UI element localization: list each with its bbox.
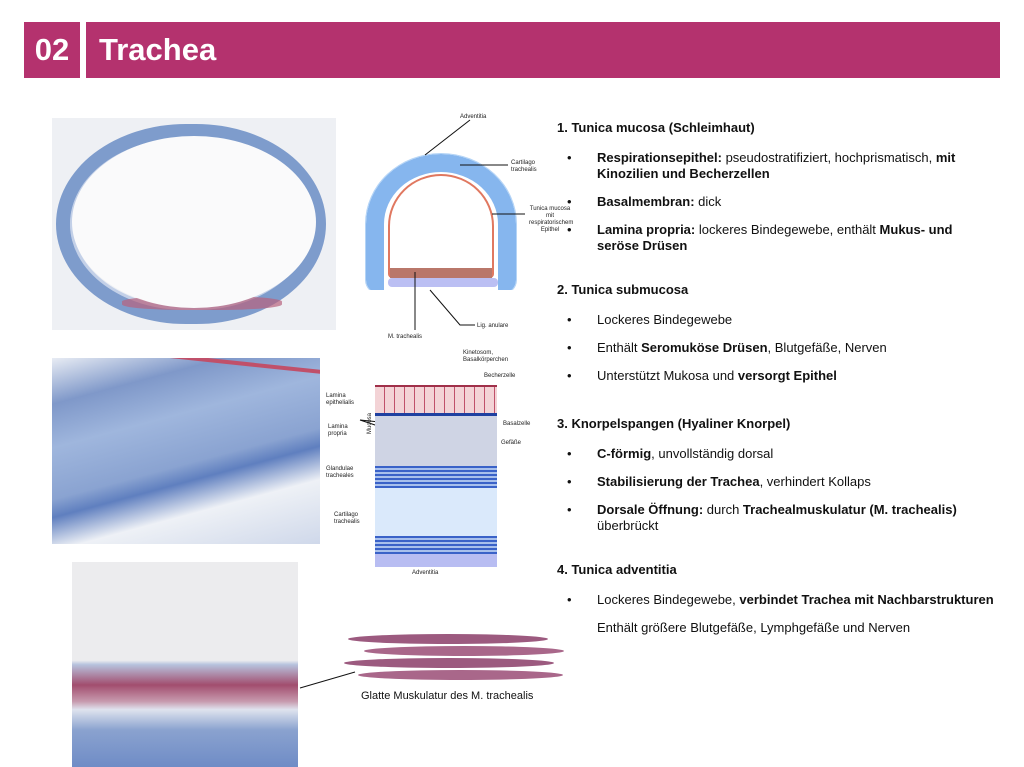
text: Lockeres Bindegewebe xyxy=(597,312,733,327)
bold-text: Lamina propria: xyxy=(597,222,696,237)
bold-text: Basalmembran: xyxy=(597,194,695,209)
trachea-wall-layers-diagram xyxy=(375,385,497,567)
text: , verhindert Kollaps xyxy=(759,474,871,489)
bullet-icon: • xyxy=(567,502,572,517)
text: lockeres Bindegewebe, enthält xyxy=(695,222,880,237)
text: Enthält größere Blutgefäße, Lymphgefäße … xyxy=(597,620,911,635)
trachea-cross-section-diagram xyxy=(360,150,530,290)
label-glandulae: Glandulae tracheales xyxy=(326,466,354,479)
micrograph-trachea-wall xyxy=(52,358,320,544)
bullet-list: • C-förmig, unvollständig dorsal • Stabilis… xyxy=(557,446,997,534)
label-adventitia: Adventitia xyxy=(460,114,487,120)
label-gefaesse: Gefäße xyxy=(501,440,522,446)
bullet-icon: • xyxy=(567,340,572,355)
label-lamina-propria: Lamina propria xyxy=(328,424,348,437)
list-item: • Lamina propria: lockeres Bindegewebe, e… xyxy=(557,222,997,254)
text: Unterstützt Mukosa und xyxy=(597,368,738,383)
page-title: Trachea xyxy=(86,22,1000,78)
label-cartilago: Cartilago trachealis xyxy=(511,160,537,173)
bold-text: Dorsale Öffnung: xyxy=(597,502,704,517)
list-item: • Enthält Seromuköse Drüsen, Blutgefäße, … xyxy=(557,340,997,356)
list-item: • Basalmembran: dick xyxy=(557,194,997,210)
list-item: Enthält größere Blutgefäße, Lymphgefäße … xyxy=(557,620,997,636)
bold-text: Seromuköse Drüsen xyxy=(641,340,768,355)
text: Lockeres Bindegewebe, xyxy=(597,592,740,607)
diagram-caption: Glatte Muskulatur des M. trachealis xyxy=(361,690,534,702)
label-mucosa: Mucosa xyxy=(367,412,374,435)
label-tunica-mucosa: Tunica mucosa mit respiratorischem Epith… xyxy=(529,206,574,233)
label-basalzelle: Basalzelle xyxy=(503,421,531,427)
list-item: • Lockeres Bindegewebe, verbindet Trachea… xyxy=(557,592,997,608)
text: , Blutgefäße, Nerven xyxy=(767,340,887,355)
text: dick xyxy=(694,194,722,209)
section-title: 3. Knorpelspangen (Hyaliner Knorpel) xyxy=(557,416,791,431)
bullet-icon: • xyxy=(567,312,572,327)
list-item: • Stabilisierung der Trachea, verhindert … xyxy=(557,474,997,490)
list-item: • C-förmig, unvollständig dorsal xyxy=(557,446,997,462)
bullet-icon: • xyxy=(567,194,572,209)
label-becherzelle: Becherzelle xyxy=(484,373,516,379)
bold-text: C-förmig xyxy=(597,446,652,461)
bold-text: Trachealmuskulatur (M. trachealis) xyxy=(742,502,957,517)
section-title: 1. Tunica mucosa (Schleimhaut) xyxy=(557,120,755,135)
bold-text: verbindet Trachea mit Nachbarstrukturen xyxy=(739,592,994,607)
list-item: • Dorsale Öffnung: durch Trachealmuskulat… xyxy=(557,502,997,534)
bold-text: Stabilisierung der Trachea xyxy=(597,474,760,489)
list-item: • Lockeres Bindegewebe xyxy=(557,312,997,328)
smooth-muscle-diagram xyxy=(344,632,568,682)
label-adventitia-2: Adventitia xyxy=(412,570,439,576)
bullet-list: • Lockeres Bindegewebe, verbindet Trachea… xyxy=(557,592,997,636)
section-2: 2. Tunica submucosa • Lockeres Bindegewebe… xyxy=(557,282,997,396)
list-item: • Respirationsepithel: pseudostratifizier… xyxy=(557,150,997,182)
bullet-list: • Lockeres Bindegewebe • Enthält Seromuköse… xyxy=(557,312,997,384)
micrograph-trachea-cross-section xyxy=(52,118,336,330)
bullet-list: • Respirationsepithel: pseudostratifizier… xyxy=(557,150,997,254)
label-lamina-epithelialis: Lamina epithelialis xyxy=(326,393,355,406)
bullet-icon: • xyxy=(567,368,572,383)
bullet-icon: • xyxy=(567,150,572,165)
list-item: • Unterstützt Mukosa und versorgt Epithel xyxy=(557,368,997,384)
bold-text: Mukus- und seröse Drüsen xyxy=(597,222,953,253)
bold-text: Respirationsepithel: xyxy=(597,150,722,165)
bold-text: versorgt Epithel xyxy=(737,368,837,383)
label-cartilago-2: Cartilago trachealis xyxy=(334,512,360,525)
label-lig-anulare: Lig. anulare xyxy=(477,323,509,329)
bullet-icon: • xyxy=(567,592,572,607)
section-title: 2. Tunica submucosa xyxy=(557,282,689,297)
micrograph-m-trachealis xyxy=(72,562,298,767)
text: überbrückt xyxy=(597,518,659,533)
section-1: 1. Tunica mucosa (Schleimhaut) • Respirati… xyxy=(557,120,997,266)
bullet-icon: • xyxy=(567,446,572,461)
label-kinetosom: Kinetosom, Basalkörperchen xyxy=(463,350,509,363)
section-title: 4. Tunica adventitia xyxy=(557,562,677,577)
text: Enthält xyxy=(597,340,642,355)
section-3: 3. Knorpelspangen (Hyaliner Knorpel) • C-f… xyxy=(557,416,997,546)
text: durch xyxy=(703,502,743,517)
label-m-trachealis: M. trachealis xyxy=(388,334,423,340)
bullet-icon: • xyxy=(567,222,572,237)
bold-text: mit Kinozilien und Becherzellen xyxy=(597,150,956,181)
slide-number: 02 xyxy=(24,22,80,78)
text: pseudostratifiziert, hochprismatisch, xyxy=(721,150,936,165)
text: , unvollständig dorsal xyxy=(651,446,774,461)
bullet-icon: • xyxy=(567,474,572,489)
section-4: 4. Tunica adventitia • Lockeres Bindegeweb… xyxy=(557,562,997,648)
